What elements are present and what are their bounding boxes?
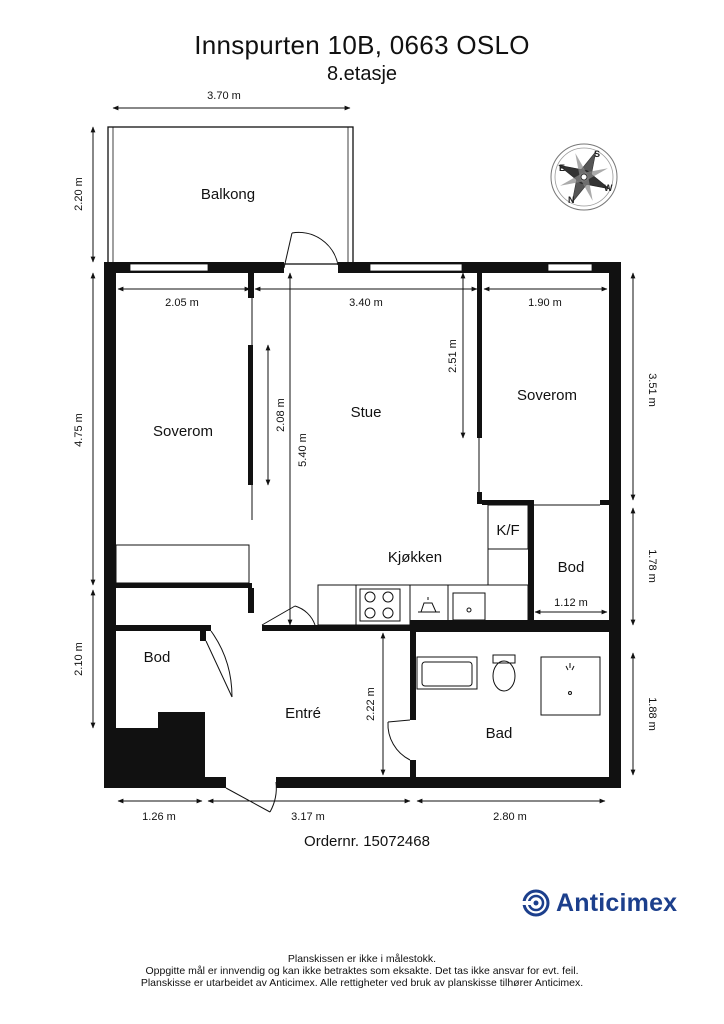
dishwasher-icon — [418, 597, 440, 613]
dimension-lines — [90, 105, 636, 804]
footer-line: Planskisse er utarbeidet av Anticimex. A… — [140, 977, 584, 989]
dim-storage-right-height: 1.78 m — [646, 549, 658, 583]
room-living: Stue — [351, 404, 382, 421]
dim-entry-depth: 2.22 m — [365, 687, 377, 721]
footer-line: Oppgitte mål er innvendig og kan ikke be… — [145, 965, 579, 977]
dim-living-depth: 5.40 m — [297, 433, 309, 467]
windows — [129, 263, 593, 272]
dim-balcony-depth: 2.20 m — [73, 177, 85, 211]
dim-bath-height: 1.88 m — [646, 697, 658, 731]
anticimex-logo-icon — [522, 889, 550, 917]
stove-icon — [359, 588, 401, 622]
exterior-walls — [104, 262, 621, 788]
bathroom-fixtures — [416, 654, 601, 716]
room-kf: K/F — [496, 522, 519, 539]
anticimex-wordmark: Anticimex — [556, 888, 678, 917]
dim-bottom-middle: 3.17 m — [291, 811, 325, 823]
footer-disclaimer: Planskissen er ikke i målestokk. Oppgitt… — [0, 953, 724, 989]
sink-icon — [452, 592, 486, 621]
dim-bedroom-left-width: 2.05 m — [165, 297, 199, 309]
room-balcony: Balkong — [201, 186, 255, 203]
dim-balcony-width: 3.70 m — [207, 90, 241, 102]
compass-letter: S — [594, 149, 600, 159]
compass-icon: S E N W — [550, 143, 618, 211]
dim-wardrobe: 2.08 m — [275, 398, 287, 432]
compass-letter: E — [559, 163, 565, 173]
room-kitchen: Kjøkken — [388, 549, 442, 566]
dim-living-width: 3.40 m — [349, 297, 383, 309]
footer-line: Planskissen er ikke i målestokk. — [287, 953, 437, 965]
compass-letter: W — [604, 183, 613, 193]
dim-storage-right-width: 1.12 m — [554, 597, 588, 609]
room-entry: Entré — [285, 705, 321, 722]
dim-bottom-left: 1.26 m — [142, 811, 176, 823]
floor-label: 8.etasje — [326, 63, 398, 85]
dim-bedroom-right-width: 1.90 m — [528, 297, 562, 309]
dimension-labels: 3.70 m 2.20 m 2.05 m 3.40 m 1.90 m 3.51 … — [73, 90, 658, 823]
dim-bottom-right: 2.80 m — [493, 811, 527, 823]
order-number: Ordernr. 15072468 — [304, 833, 430, 850]
room-bedroom-left: Soverom — [153, 423, 213, 440]
compass-letter: N — [568, 195, 575, 205]
address-title: Innspurten 10B, 0663 OSLO — [194, 30, 530, 60]
room-bath: Bad — [486, 725, 513, 742]
interior-walls — [116, 273, 609, 780]
room-bedroom-right: Soverom — [517, 387, 577, 404]
dim-storage-left-height: 2.10 m — [73, 642, 85, 676]
dim-bedroom-right-depth: 3.51 m — [646, 373, 658, 407]
room-storage-right: Bod — [558, 559, 585, 576]
doors — [205, 231, 411, 813]
dim-window-section: 2.51 m — [447, 339, 459, 373]
anticimex-logo: Anticimex — [522, 886, 677, 920]
dim-left-height: 4.75 m — [73, 413, 85, 447]
interior-details — [115, 298, 600, 626]
room-storage-left: Bod — [144, 649, 171, 666]
